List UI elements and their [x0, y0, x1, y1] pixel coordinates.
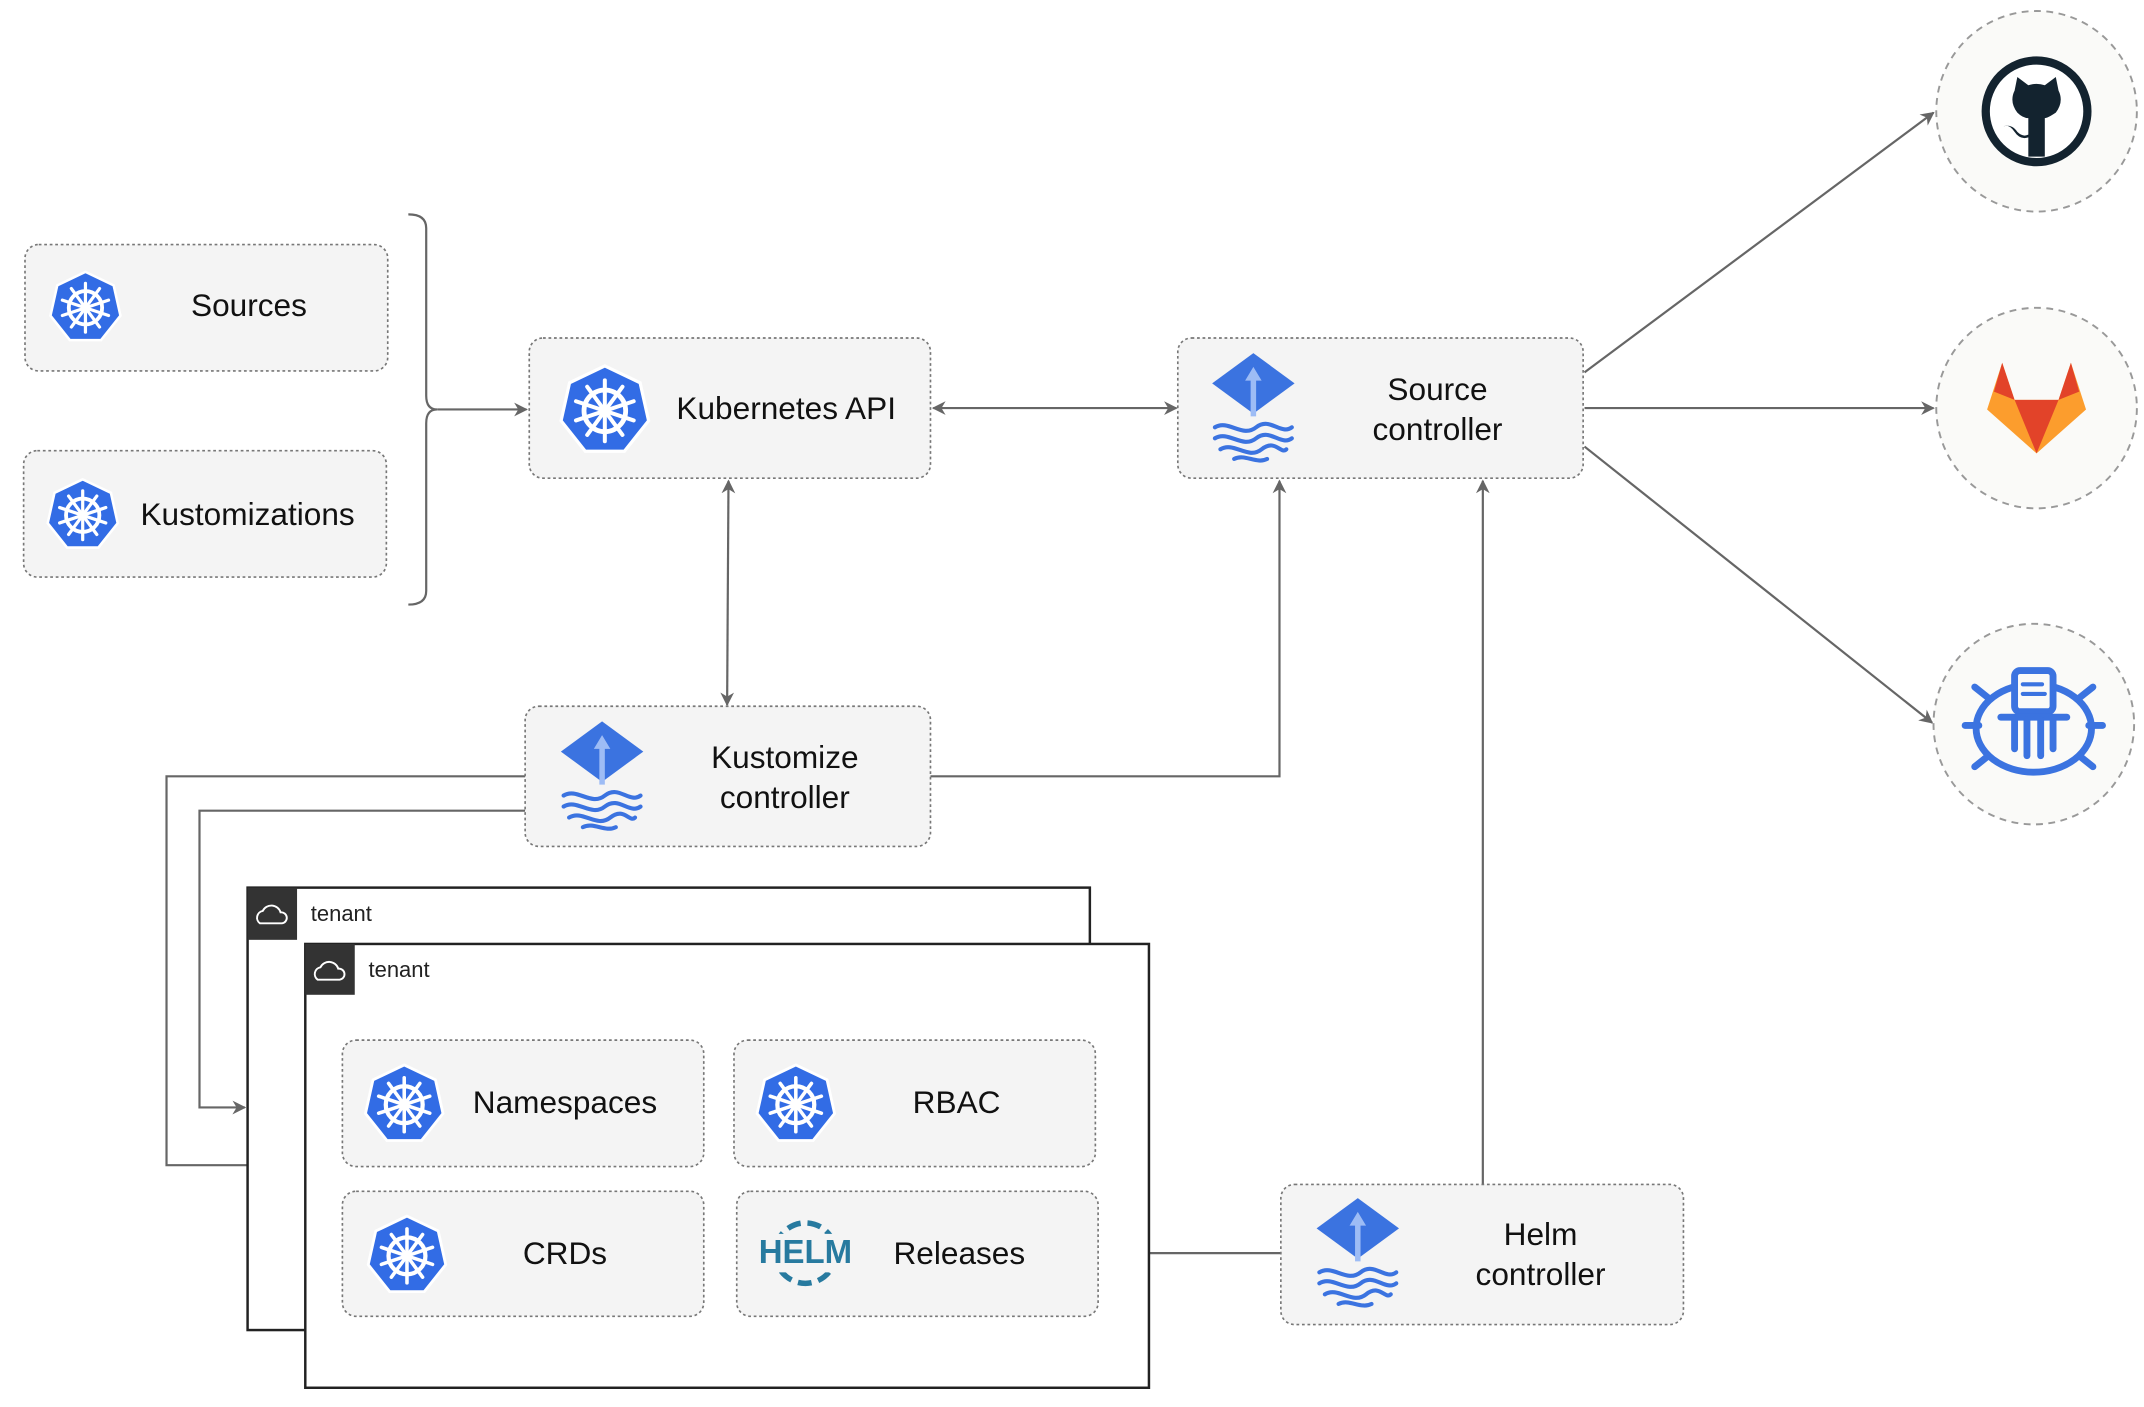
node-label: Releases — [893, 1235, 1025, 1271]
node-label: Kustomizations — [140, 496, 354, 532]
node-label-line2: controller — [720, 779, 850, 815]
github-icon — [1981, 56, 2092, 167]
node-kubernetes-api[interactable]: Kubernetes API — [528, 337, 932, 479]
node-label-line1: Source — [1387, 371, 1487, 407]
edge-source-to-bucket — [1583, 445, 1934, 724]
node-helm-controller[interactable]: Helm controller — [1280, 1183, 1685, 1326]
bucket-icon — [1961, 667, 2106, 776]
node-rbac[interactable]: RBAC — [733, 1039, 1097, 1168]
helm-wordmark: HELM — [759, 1233, 852, 1270]
bucket-source[interactable] — [1932, 622, 2136, 826]
cloud-icon-bg — [247, 887, 298, 940]
grouping-brace — [408, 213, 438, 606]
node-label-line1: Helm — [1504, 1216, 1578, 1252]
edge-kustomize-to-tenant-front — [165, 775, 526, 1173]
node-label-line2: controller — [1373, 411, 1503, 447]
gitlab-source[interactable] — [1935, 306, 2138, 510]
cloud-icon — [313, 960, 346, 981]
edge-api-kustomize-controller — [720, 479, 736, 707]
node-namespaces[interactable]: Namespaces — [341, 1039, 705, 1168]
edge-kustomize-to-tenant-back — [198, 809, 526, 1115]
node-label-line1: Kustomize — [711, 739, 858, 775]
node-label: CRDs — [523, 1235, 607, 1271]
edge-kustomize-to-source — [930, 479, 1287, 778]
edge-source-to-github — [1583, 111, 1935, 374]
helm-icon: HELM — [757, 1220, 854, 1287]
node-releases[interactable]: HELM Releases — [735, 1190, 1099, 1318]
gitlab-icon — [1987, 362, 2087, 454]
cloud-icon — [256, 904, 288, 925]
node-label: Sources — [191, 287, 307, 323]
cloud-icon-bg — [305, 943, 355, 995]
node-source-controller[interactable]: Source controller — [1176, 337, 1584, 479]
node-label: RBAC — [913, 1084, 1001, 1120]
tenant-label: tenant — [369, 957, 430, 982]
github-source[interactable] — [1935, 10, 2138, 213]
tenant-label: tenant — [311, 901, 372, 926]
node-sources[interactable]: Sources — [24, 243, 389, 372]
node-label: Kubernetes API — [676, 390, 896, 426]
node-label: Namespaces — [473, 1084, 657, 1120]
node-kustomize-controller[interactable]: Kustomize controller — [524, 705, 932, 848]
node-label-line2: controller — [1476, 1256, 1606, 1292]
node-kustomizations[interactable]: Kustomizations — [22, 449, 388, 578]
node-crds[interactable]: CRDs — [341, 1190, 705, 1318]
